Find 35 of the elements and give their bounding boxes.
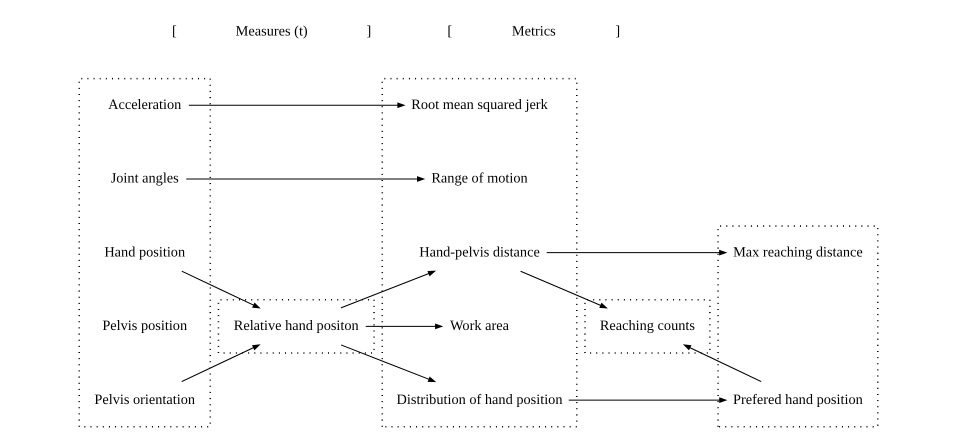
label: Measures (t) — [236, 22, 308, 39]
node-text: Work area — [450, 318, 509, 334]
arrow — [682, 344, 762, 382]
label: Metrics — [512, 22, 556, 39]
label: ] — [366, 22, 372, 39]
node-text: Root mean squared jerk — [411, 96, 548, 113]
cluster — [382, 77, 578, 427]
cluster — [78, 77, 212, 427]
node-text: Range of motion — [431, 170, 528, 186]
arrow — [546, 249, 728, 256]
arrow — [340, 270, 436, 308]
node-text: Pelvis orientation — [94, 391, 196, 408]
node-text: Pelvis position — [102, 318, 188, 334]
arrow — [182, 270, 261, 308]
node-text: Prefered hand position — [733, 391, 863, 408]
node-text: Acceleration — [108, 96, 182, 113]
node-text: Hand position — [104, 244, 186, 260]
node-text: Relative hand positon — [234, 318, 359, 334]
node-text: Joint angles — [110, 170, 179, 186]
node-text: Hand-pelvis distance — [419, 244, 540, 260]
node-text: Distribution of hand position — [396, 391, 563, 408]
node-text: Max reaching distance — [733, 244, 863, 260]
label: [ — [172, 22, 177, 39]
label: ] — [615, 22, 620, 39]
cluster — [584, 298, 711, 354]
arrow — [340, 344, 436, 382]
arrow — [186, 176, 426, 182]
arrow — [366, 323, 444, 329]
arrow — [568, 396, 728, 402]
arrow — [181, 344, 261, 382]
arrow — [520, 270, 608, 308]
label: [ — [447, 22, 452, 39]
arrow — [188, 102, 406, 108]
cluster — [218, 298, 375, 354]
node-text: Reaching counts — [600, 318, 695, 334]
